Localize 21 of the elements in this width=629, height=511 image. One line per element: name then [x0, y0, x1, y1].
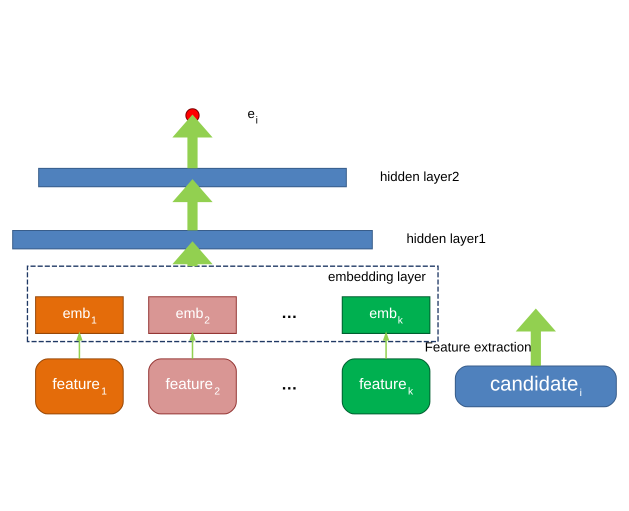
- arrow: [382, 331, 390, 359]
- node-label: hidden layer2: [380, 169, 460, 184]
- node-bar: [12, 230, 373, 250]
- node-label: e$_{i}$: [248, 106, 258, 126]
- arrow: [189, 331, 196, 359]
- node-label: hidden layer1: [406, 231, 486, 246]
- node-circle: [185, 108, 200, 123]
- arrow: [172, 179, 213, 230]
- arrow: [516, 308, 556, 366]
- node-box: emb$_{k}$: [342, 296, 430, 334]
- node-box: feature$_{k}$: [342, 358, 430, 414]
- arrow: [172, 114, 213, 168]
- node-box: feature$_{1}$: [35, 358, 124, 414]
- label: …: [281, 375, 298, 394]
- label: …: [281, 304, 298, 322]
- node-box: candidate$_{i}$: [454, 366, 617, 408]
- arrow: [76, 331, 83, 359]
- node-bar: [38, 168, 347, 188]
- node-box: feature$_{2}$: [148, 358, 237, 414]
- node-box: emb$_{1}$: [35, 296, 124, 334]
- node-box: emb$_{2}$: [148, 296, 237, 334]
